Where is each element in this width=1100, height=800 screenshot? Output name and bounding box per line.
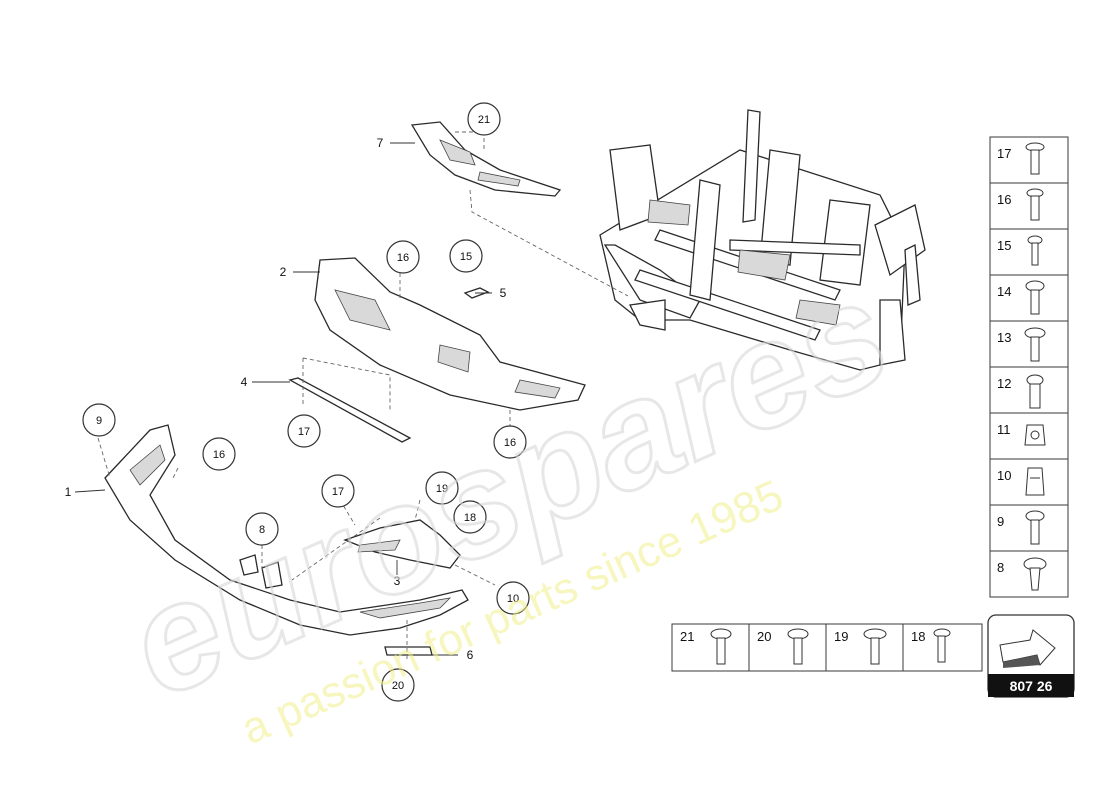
- fastener-number: 8: [997, 560, 1004, 575]
- fastener-number: 19: [834, 629, 848, 644]
- label-2: 2: [280, 265, 287, 279]
- bolt-icon: [710, 628, 732, 665]
- label-5: 5: [500, 286, 507, 300]
- svg-text:18: 18: [464, 512, 476, 524]
- label-4: 4: [241, 375, 248, 389]
- part-2-undertray: [314, 257, 586, 411]
- callout-16-top: 16: [386, 240, 420, 274]
- svg-text:16: 16: [213, 449, 225, 461]
- clip-nut-icon: [1024, 424, 1046, 446]
- part-labels: 7 2 5 4 1 3 6: [65, 136, 507, 662]
- part-6-plate: [384, 646, 433, 656]
- fastener-number: 16: [997, 192, 1011, 207]
- svg-text:19: 19: [436, 483, 448, 495]
- arrow-icon: [999, 629, 1056, 668]
- callout-17-mid: 17: [287, 414, 321, 448]
- callout-16-right: 16: [493, 425, 527, 459]
- fastener-number: 14: [997, 284, 1011, 299]
- fastener-row: 21 20 19 18: [671, 623, 983, 672]
- callout-20: 20: [381, 668, 415, 702]
- svg-text:9: 9: [96, 415, 102, 427]
- callout-18: 18: [453, 500, 487, 534]
- part-7-upper-spoiler: [410, 121, 562, 197]
- bolt-icon: [1027, 235, 1043, 266]
- part-4-strip: [288, 377, 412, 443]
- svg-text:21: 21: [478, 114, 490, 126]
- callout-9: 9: [82, 403, 116, 437]
- callout-17-lower: 17: [321, 474, 355, 508]
- chassis-frame: [599, 109, 926, 371]
- svg-text:20: 20: [392, 680, 404, 692]
- svg-text:10: 10: [507, 593, 519, 605]
- bolt-icon: [933, 628, 951, 663]
- bolt-icon: [1024, 327, 1046, 362]
- callout-10: 10: [496, 581, 530, 615]
- callouts: 21 16 15 9 16 17 16 17 19 18 8 10 20: [82, 102, 530, 702]
- fastener-number: 18: [911, 629, 925, 644]
- svg-text:16: 16: [397, 252, 409, 264]
- bolt-icon: [1026, 374, 1044, 409]
- fastener-number: 12: [997, 376, 1011, 391]
- callout-15: 15: [449, 239, 483, 273]
- fastener-number: 13: [997, 330, 1011, 345]
- fastener-column: 17 16 15 14 13 12 11 10 9 8: [989, 136, 1069, 598]
- label-7: 7: [377, 136, 384, 150]
- fastener-number: 15: [997, 238, 1011, 253]
- svg-text:17: 17: [298, 426, 310, 438]
- callout-19: 19: [425, 471, 459, 505]
- part-3-bracket: [343, 519, 461, 569]
- callout-21: 21: [467, 102, 501, 136]
- bolt-icon: [1025, 280, 1045, 315]
- label-6: 6: [467, 648, 474, 662]
- fastener-number: 21: [680, 629, 694, 644]
- svg-text:8: 8: [259, 524, 265, 536]
- fastener-number: 17: [997, 146, 1011, 161]
- label-3: 3: [394, 574, 401, 588]
- fastener-number: 9: [997, 514, 1004, 529]
- bolt-icon: [787, 628, 809, 665]
- fastener-number: 20: [757, 629, 771, 644]
- bolt-icon: [1025, 142, 1045, 175]
- leader-lines: [74, 142, 492, 656]
- fastener-number: 10: [997, 468, 1011, 483]
- push-rivet-icon: [1023, 557, 1047, 591]
- bolt-icon: [1026, 188, 1044, 221]
- callout-8: 8: [245, 512, 279, 546]
- fastener-number: 11: [997, 422, 1011, 437]
- page-reference-badge[interactable]: 807 26: [987, 614, 1075, 698]
- bolt-icon: [863, 628, 887, 665]
- svg-text:15: 15: [460, 251, 472, 263]
- bolt-icon: [1025, 510, 1045, 545]
- label-1: 1: [65, 485, 72, 499]
- svg-text:17: 17: [332, 486, 344, 498]
- callout-16-left: 16: [202, 437, 236, 471]
- part-1-front-lip: [104, 424, 469, 636]
- svg-text:16: 16: [504, 437, 516, 449]
- page-code: 807 26: [1010, 678, 1053, 694]
- spring-clip-icon: [1025, 467, 1045, 496]
